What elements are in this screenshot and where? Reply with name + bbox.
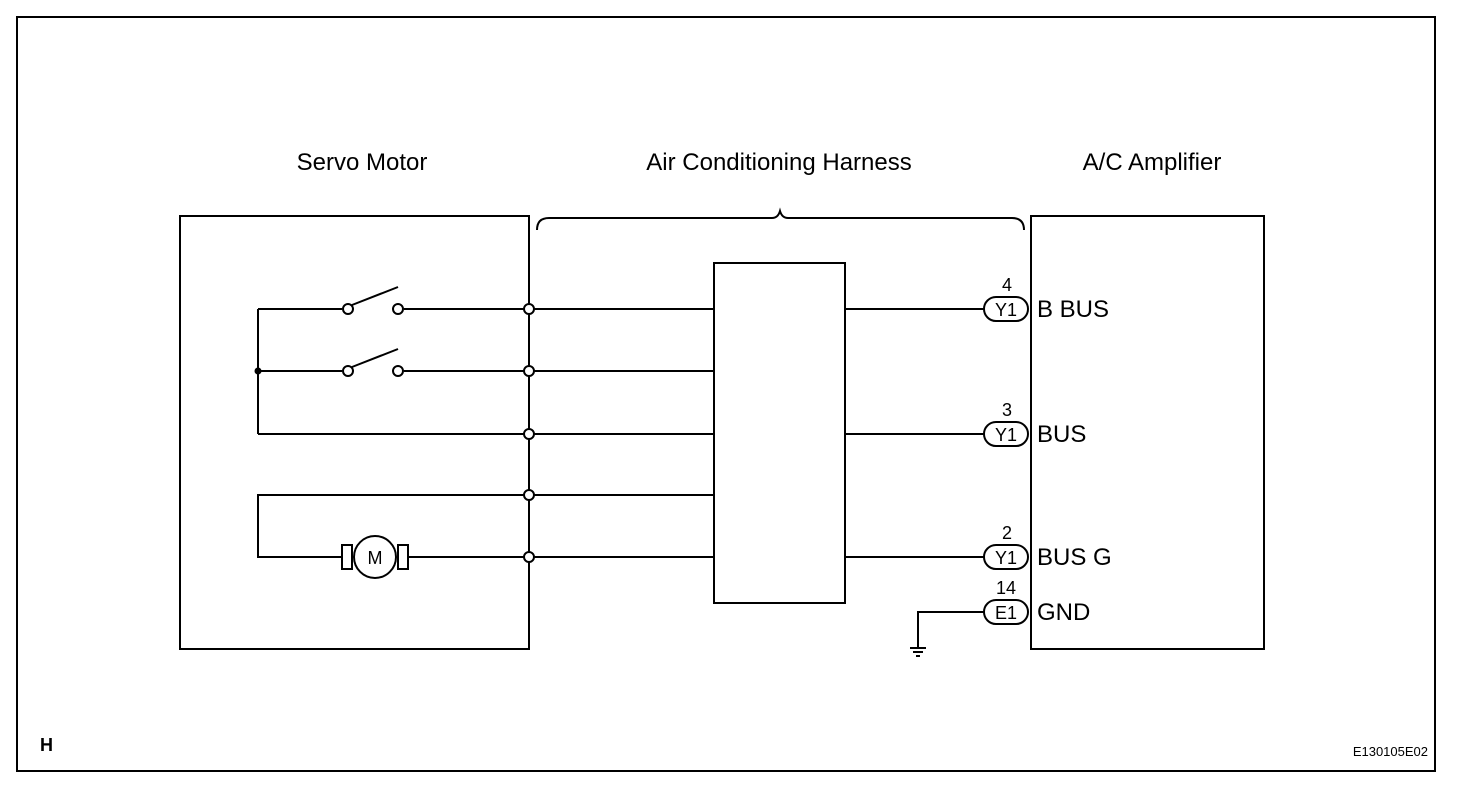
pin-number-gnd: 14 bbox=[996, 578, 1016, 598]
motor-brush-right bbox=[397, 544, 409, 570]
switch-2-contact-left bbox=[342, 365, 354, 377]
motor-symbol bbox=[353, 535, 397, 579]
connector-oval-gnd bbox=[983, 599, 1029, 625]
servo-terminal-4 bbox=[523, 489, 535, 501]
pin-number-bus-g: 2 bbox=[1002, 523, 1012, 543]
corner-letter: H bbox=[40, 735, 53, 755]
signal-bus: BUS bbox=[1037, 421, 1086, 448]
harness-brace bbox=[536, 207, 1025, 231]
servo-motor-box bbox=[179, 215, 530, 650]
servo-terminal-3 bbox=[523, 428, 535, 440]
title-harness: Air Conditioning Harness bbox=[646, 149, 911, 176]
connector-label-b-bus: Y1 bbox=[995, 300, 1017, 320]
switch-1-contact-left bbox=[342, 303, 354, 315]
switch-1-contact-right bbox=[392, 303, 404, 315]
title-amplifier: A/C Amplifier bbox=[1083, 149, 1222, 176]
pin-number-bus: 3 bbox=[1002, 400, 1012, 420]
switch-2-contact-right bbox=[392, 365, 404, 377]
amplifier-box bbox=[1030, 215, 1265, 650]
motor-loop-wire bbox=[257, 494, 529, 558]
figure-code: E130105E02 bbox=[1353, 744, 1428, 759]
connector-label-gnd: E1 bbox=[995, 603, 1017, 623]
motor-label: M bbox=[368, 548, 383, 568]
switch-1-blade bbox=[351, 286, 399, 306]
signal-gnd: GND bbox=[1037, 599, 1090, 626]
ground-wire bbox=[917, 611, 984, 648]
switch-2-blade bbox=[351, 348, 399, 368]
servo-terminal-1 bbox=[523, 303, 535, 315]
connector-label-bus: Y1 bbox=[995, 425, 1017, 445]
harness-box bbox=[713, 262, 846, 604]
motor-brush-left bbox=[341, 544, 353, 570]
signal-b-bus: B BUS bbox=[1037, 296, 1109, 323]
junction-dot bbox=[254, 367, 262, 375]
connector-oval-bus bbox=[983, 421, 1029, 447]
pin-number-b-bus: 4 bbox=[1002, 275, 1012, 295]
connector-oval-b-bus bbox=[983, 296, 1029, 322]
title-servo-motor: Servo Motor bbox=[297, 149, 428, 176]
connector-label-bus-g: Y1 bbox=[995, 548, 1017, 568]
diagram-frame bbox=[16, 16, 1436, 772]
signal-bus-g: BUS G bbox=[1037, 544, 1112, 571]
connector-oval-bus-g bbox=[983, 544, 1029, 570]
servo-terminal-2 bbox=[523, 365, 535, 377]
servo-terminal-5 bbox=[523, 551, 535, 563]
